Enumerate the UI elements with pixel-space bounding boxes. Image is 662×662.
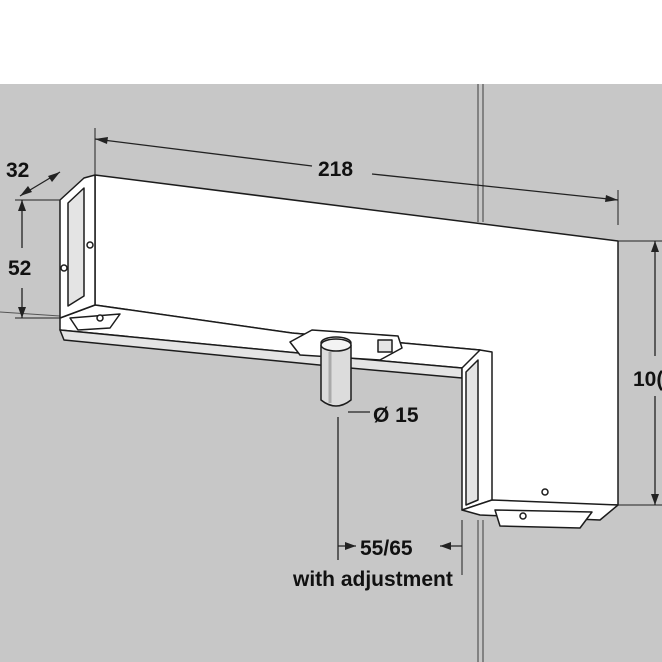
adjust-slot bbox=[377, 339, 393, 353]
dim-label-pivot-diameter: Ø 15 bbox=[373, 404, 419, 427]
screw-right-foot bbox=[541, 488, 549, 496]
screw-left-upper bbox=[86, 241, 94, 249]
dim-label-depth: 32 bbox=[6, 159, 29, 182]
right-foot-plate bbox=[494, 509, 593, 529]
dim-label-offset-note: with adjustment bbox=[292, 568, 453, 591]
dim-label-height-left: 52 bbox=[8, 257, 31, 280]
dimension-lines bbox=[15, 128, 662, 575]
screw-foot-left bbox=[96, 314, 104, 322]
right-leg-inner bbox=[465, 359, 479, 506]
pivot-fitting-body bbox=[59, 174, 619, 529]
screw-left-lower bbox=[60, 264, 68, 272]
dim-label-height-right: 10( bbox=[633, 368, 662, 391]
left-side-inner bbox=[67, 187, 85, 307]
screw-right-plate bbox=[519, 512, 527, 520]
dim-label-width: 218 bbox=[318, 158, 353, 181]
left-foot-plate bbox=[69, 313, 121, 331]
pivot-pin bbox=[320, 336, 352, 407]
glass-edges bbox=[0, 84, 484, 662]
dim-label-offset: 55/65 bbox=[360, 537, 413, 560]
